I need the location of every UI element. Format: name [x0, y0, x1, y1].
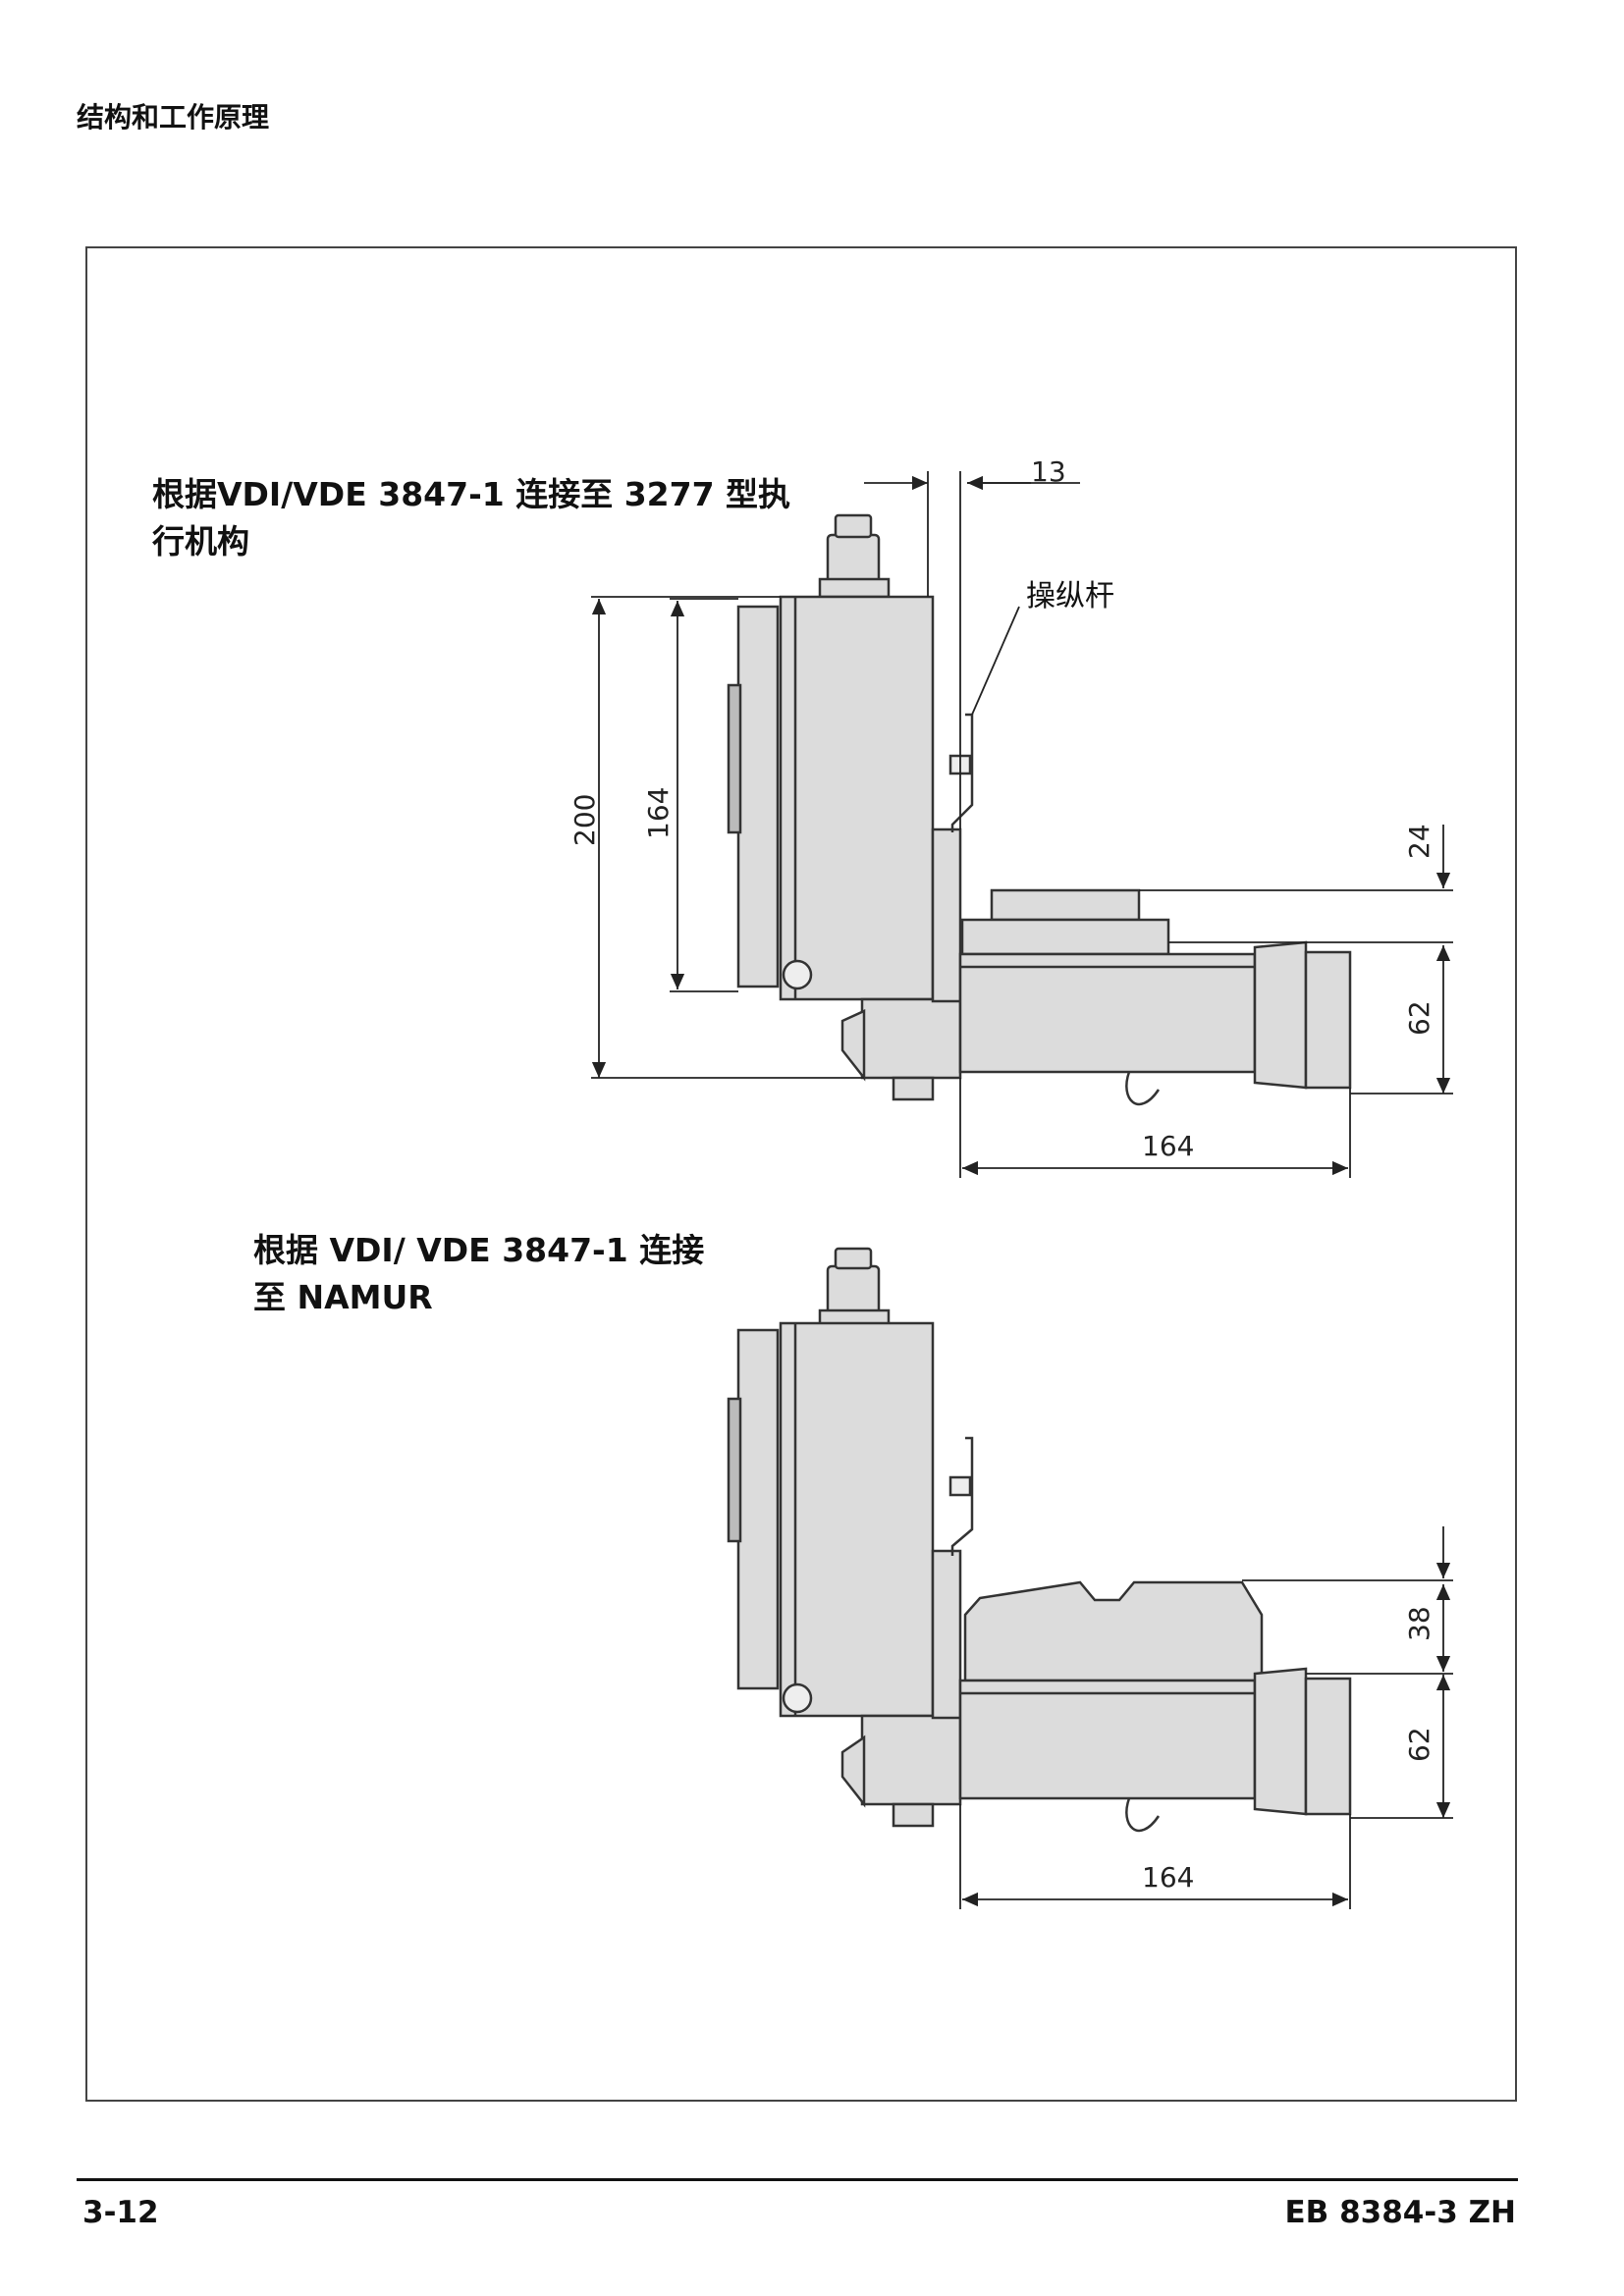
- figure1-caption: 根据VDI/VDE 3847-1 连接至 3277 型执 行机构: [152, 471, 839, 565]
- section-title: 结构和工作原理: [77, 101, 270, 133]
- figure-frame: [85, 246, 1517, 2102]
- dim-62-fig1: 62: [1403, 1000, 1435, 1036]
- dim-62-fig2: 62: [1403, 1727, 1435, 1762]
- figure2-dimensions: [959, 1526, 1453, 1909]
- dim-164-horizontal-fig2: 164: [1142, 1861, 1194, 1894]
- footer-rule: [77, 2178, 1518, 2181]
- dim-164-horizontal-fig1: 164: [1142, 1130, 1194, 1162]
- figure1-caption-line2: 行机构: [152, 522, 249, 561]
- dim-38: 38: [1403, 1606, 1435, 1641]
- figure2-drawing: [727, 1247, 1352, 1832]
- figure2-caption: 根据 VDI/ VDE 3847-1 连接 至 NAMUR: [253, 1227, 803, 1321]
- dim-13: 13: [1031, 455, 1066, 488]
- figure2-caption-line2: 至 NAMUR: [253, 1278, 433, 1316]
- dim-200: 200: [568, 794, 601, 846]
- page-number: 3-12: [82, 2195, 159, 2230]
- figure1-drawing: [727, 513, 1352, 1105]
- lever-label: 操纵杆: [1026, 579, 1114, 614]
- figure1-caption-line1: 根据VDI/VDE 3847-1 连接至 3277 型执: [152, 475, 791, 513]
- document-id: EB 8384-3 ZH: [1284, 2195, 1516, 2230]
- figure2-caption-line1: 根据 VDI/ VDE 3847-1 连接: [253, 1231, 705, 1269]
- figure1-dimensions: [591, 471, 1453, 1178]
- dim-164-vertical: 164: [642, 787, 675, 839]
- dim-24: 24: [1403, 824, 1435, 859]
